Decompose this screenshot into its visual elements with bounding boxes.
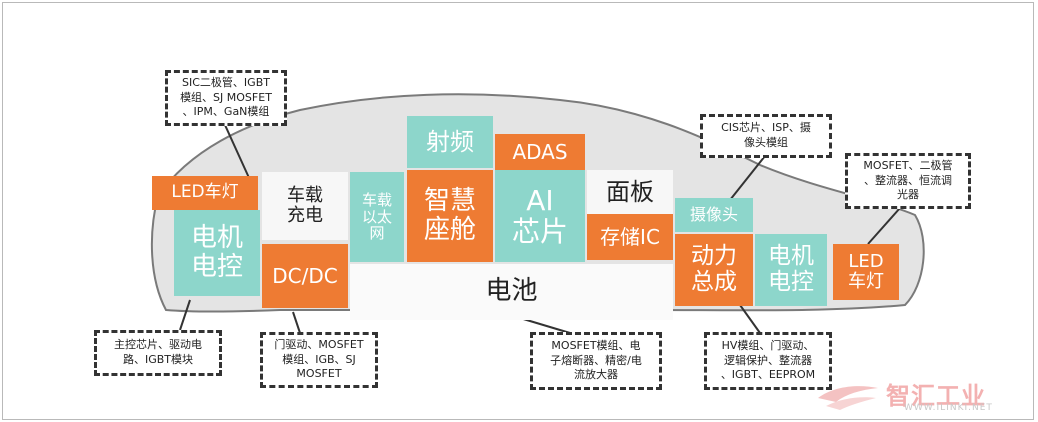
panel-block: 面板 <box>587 170 673 214</box>
note-power-devices: SIC二极管、IGBT 模组、SJ MOSFET 、IPM、GaN模组 <box>165 70 287 126</box>
watermark-url: WWW.ILINKI.NET <box>904 403 993 413</box>
note-camera-components: CIS芯片、ISP、摄 像头模组 <box>700 114 832 158</box>
note-dcdc-components: 门驱动、MOSFET 模组、IGB、SJ MOSFET <box>260 332 378 388</box>
note-powertrain-components: HV模组、门驱动、 逻辑保护、整流器 、IGBT、EEPROM <box>704 332 832 390</box>
powertrain-block: 动力 总成 <box>675 234 753 306</box>
watermark-text: 智汇工业 <box>886 382 986 410</box>
note-motor-control-components: 主控芯片、驱动电 路、IGBT模块 <box>94 330 222 376</box>
dcdc-block: DC/DC <box>262 244 348 308</box>
adas-block: ADAS <box>495 134 585 170</box>
connector-lines <box>179 124 901 334</box>
onboard-charger-block: 车载 充电 <box>262 172 348 240</box>
camera-block: 摄像头 <box>675 198 753 232</box>
note-battery-components: MOSFET模组、电 子熔断器、精密/电 流放大器 <box>530 332 662 390</box>
storage-ic-block: 存储IC <box>587 214 673 260</box>
rf-block: 射频 <box>407 116 493 168</box>
motor-control-rear-block: 电机 电控 <box>755 234 827 306</box>
watermark: 智汇工业 WWW.ILINKI.NET <box>816 376 1026 416</box>
note-led-components: MOSFET、二极管 、整流器、恒流调 光器 <box>845 153 971 209</box>
led-rear-block: LED 车灯 <box>833 244 899 300</box>
led-front-block: LED车灯 <box>152 176 258 210</box>
ethernet-block: 车载 以太 网 <box>350 172 404 262</box>
ai-chip-block: AI 芯片 <box>495 170 585 262</box>
smart-cockpit-block: 智慧 座舱 <box>407 170 493 262</box>
battery-block: 电池 <box>350 264 673 320</box>
watermark-logo-icon <box>818 386 878 410</box>
motor-control-front-block: 电机 电控 <box>174 210 260 296</box>
